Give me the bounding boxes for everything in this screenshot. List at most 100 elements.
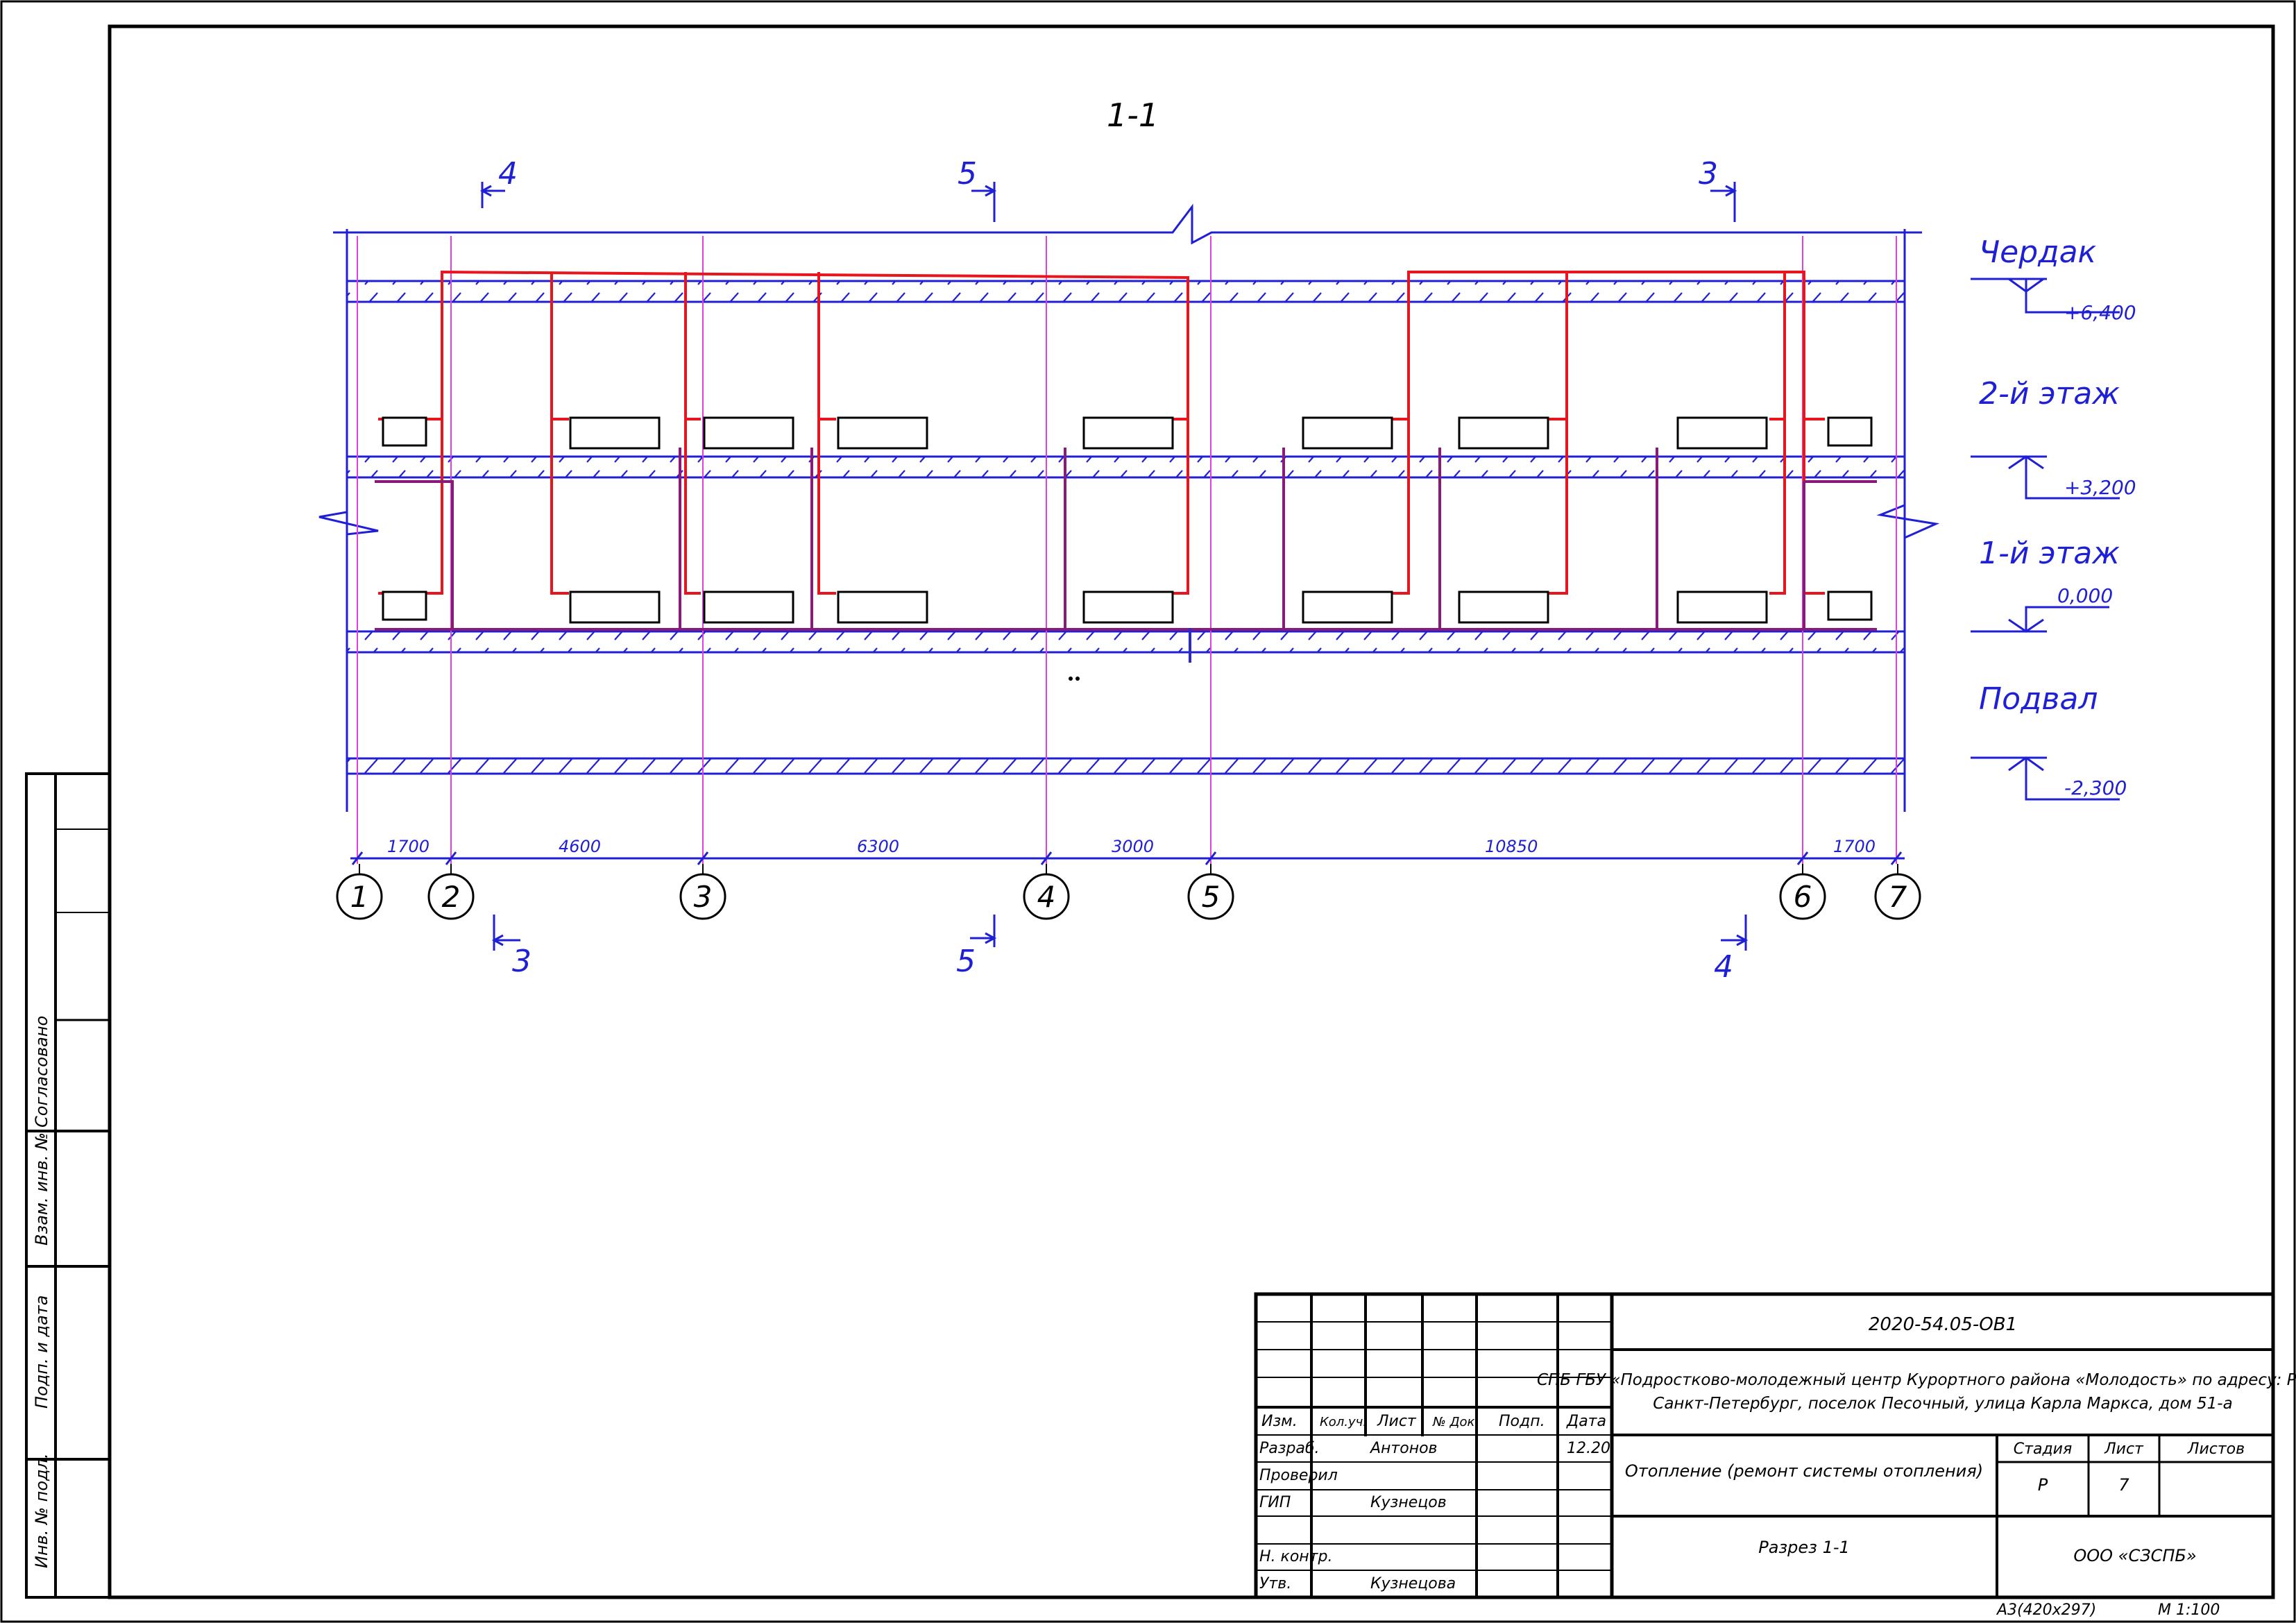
slab-second-floor — [346, 455, 1906, 479]
role: Проверил — [1259, 1467, 1338, 1484]
return-piping — [375, 448, 1877, 663]
role: Разраб. — [1259, 1440, 1319, 1457]
axis-label: 4 — [1037, 880, 1056, 914]
axis-label: 6 — [1794, 880, 1812, 914]
role-date: 12.20 — [1567, 1440, 1610, 1457]
drawing-name: Разрез 1-1 — [1758, 1538, 1850, 1557]
dimension-line — [350, 851, 1905, 865]
level-marks — [1971, 278, 2120, 801]
axis-label: 2 — [442, 880, 461, 914]
section-mark-labels: 4 5 3 3 5 4 — [498, 156, 1733, 985]
axis-label: 5 — [1202, 880, 1221, 914]
hdr-list: Лист — [1377, 1413, 1417, 1430]
axis-bubble: 7 — [1874, 864, 1921, 920]
level-elevation: -2,300 — [2064, 776, 2127, 799]
stamp-podp-data: Подп. и дата — [32, 1295, 51, 1409]
axis-bubble: 2 — [427, 864, 475, 920]
role-name: Антонов — [1369, 1440, 1438, 1457]
span-labels: 1700 4600 6300 3000 10850 1700 — [387, 837, 1876, 856]
radiator — [1458, 590, 1549, 624]
span-label: 1700 — [1833, 837, 1876, 856]
level-elevation: 0,000 — [2057, 584, 2113, 607]
radiator — [1827, 416, 1873, 447]
radiator — [1302, 590, 1393, 624]
radiator — [1082, 590, 1174, 624]
level-name: Чердак — [1979, 235, 2097, 270]
hdr-kol: Кол.уч. — [1320, 1415, 1367, 1429]
axis-label: 1 — [350, 880, 369, 914]
level-elevation: +3,200 — [2064, 476, 2136, 499]
span-label: 4600 — [559, 837, 601, 856]
hdr-data: Дата — [1566, 1413, 1606, 1430]
radiator — [703, 416, 794, 450]
section-mark-label: 3 — [512, 944, 532, 979]
section-mark-label: 4 — [498, 156, 518, 192]
system-title: Отопление (ремонт системы отопления) — [1625, 1461, 1983, 1481]
slab-first-floor — [346, 630, 1906, 654]
title-block: 2020-54.05-ОВ1 СПБ ГБУ «Подростково-моло… — [1254, 1292, 2296, 1599]
stamp-soglasovano: Согласовано — [32, 1016, 51, 1128]
level-labels: Чердак +6,400 2-й этаж +3,200 1-й этаж 0… — [1979, 235, 2136, 799]
span-label: 1700 — [387, 837, 430, 856]
doc-code: 2020-54.05-ОВ1 — [1869, 1314, 2017, 1335]
role: ГИП — [1259, 1494, 1291, 1511]
sheet-scale: М 1:100 — [2158, 1601, 2220, 1619]
level-name: 2-й этаж — [1979, 376, 2120, 411]
hdr-podp: Подп. — [1499, 1413, 1545, 1430]
axis-bubble: 4 — [1023, 864, 1070, 920]
stage-value: Р — [2038, 1475, 2048, 1495]
section-mark-label: 3 — [1699, 156, 1718, 192]
radiator — [837, 590, 928, 624]
axis-bubble: 6 — [1779, 864, 1826, 920]
role: Н. контр. — [1259, 1548, 1332, 1565]
radiator — [1676, 590, 1768, 624]
role-name: Кузнецов — [1370, 1494, 1447, 1511]
radiator — [1302, 416, 1393, 450]
sheet-header: Лист — [2104, 1441, 2144, 1458]
radiator — [569, 416, 661, 450]
sheets-header: Листов — [2187, 1441, 2245, 1458]
stamp-inv-podl: Инв. № подл. — [32, 1453, 51, 1568]
slab-attic — [346, 280, 1906, 303]
axis-label: 3 — [694, 880, 713, 914]
axis-bubble: 5 — [1187, 864, 1234, 920]
span-label: 10850 — [1485, 837, 1538, 856]
drawing-frame — [108, 24, 2275, 1599]
stamp-vzam-inv: Взам. инв. № — [32, 1132, 51, 1246]
hdr-izm: Изм. — [1261, 1413, 1298, 1430]
axis-label: 7 — [1889, 880, 1907, 914]
building-outline-top — [333, 203, 1922, 245]
break-left — [318, 496, 379, 536]
company-name: ООО «СЗСПБ» — [2073, 1546, 2196, 1565]
axis-bubble: 3 — [679, 864, 726, 920]
radiator — [1082, 416, 1174, 450]
section-marks — [479, 182, 1749, 951]
level-name: 1-й этаж — [1979, 536, 2120, 571]
axis-bubble: 1 — [336, 864, 383, 920]
radiator — [382, 590, 427, 621]
break-right — [1876, 493, 1940, 539]
radiator — [1676, 416, 1768, 450]
section-mark-label: 5 — [958, 156, 977, 192]
section-title: 1-1 — [1107, 96, 1159, 134]
radiator — [1458, 416, 1549, 450]
sheet-format: А3(420х297) — [1996, 1601, 2096, 1619]
object-line-1: СПБ ГБУ «Подростково-молодежный центр Ку… — [1537, 1371, 2296, 1389]
section-mark-label: 5 — [956, 944, 976, 979]
level-elevation: +6,400 — [2064, 301, 2136, 324]
floor-slabs — [346, 280, 1906, 775]
role-name: Кузнецова — [1370, 1575, 1456, 1592]
side-stamp: Согласовано Взам. инв. № Подп. и дата Ин… — [25, 772, 111, 1599]
stage-header: Стадия — [2014, 1441, 2072, 1458]
radiator — [1827, 590, 1873, 621]
object-line-2: Санкт-Петербург, поселок Песочный, улица… — [1653, 1395, 2232, 1413]
axis-bubbles: 1 2 3 4 5 6 7 — [336, 864, 1921, 920]
span-label: 6300 — [857, 837, 899, 856]
slab-basement — [346, 757, 1906, 775]
role: Утв. — [1259, 1575, 1291, 1592]
level-name: Подвал — [1979, 681, 2098, 717]
sheet-value: 7 — [2118, 1475, 2129, 1495]
supply-piping — [378, 270, 1825, 595]
